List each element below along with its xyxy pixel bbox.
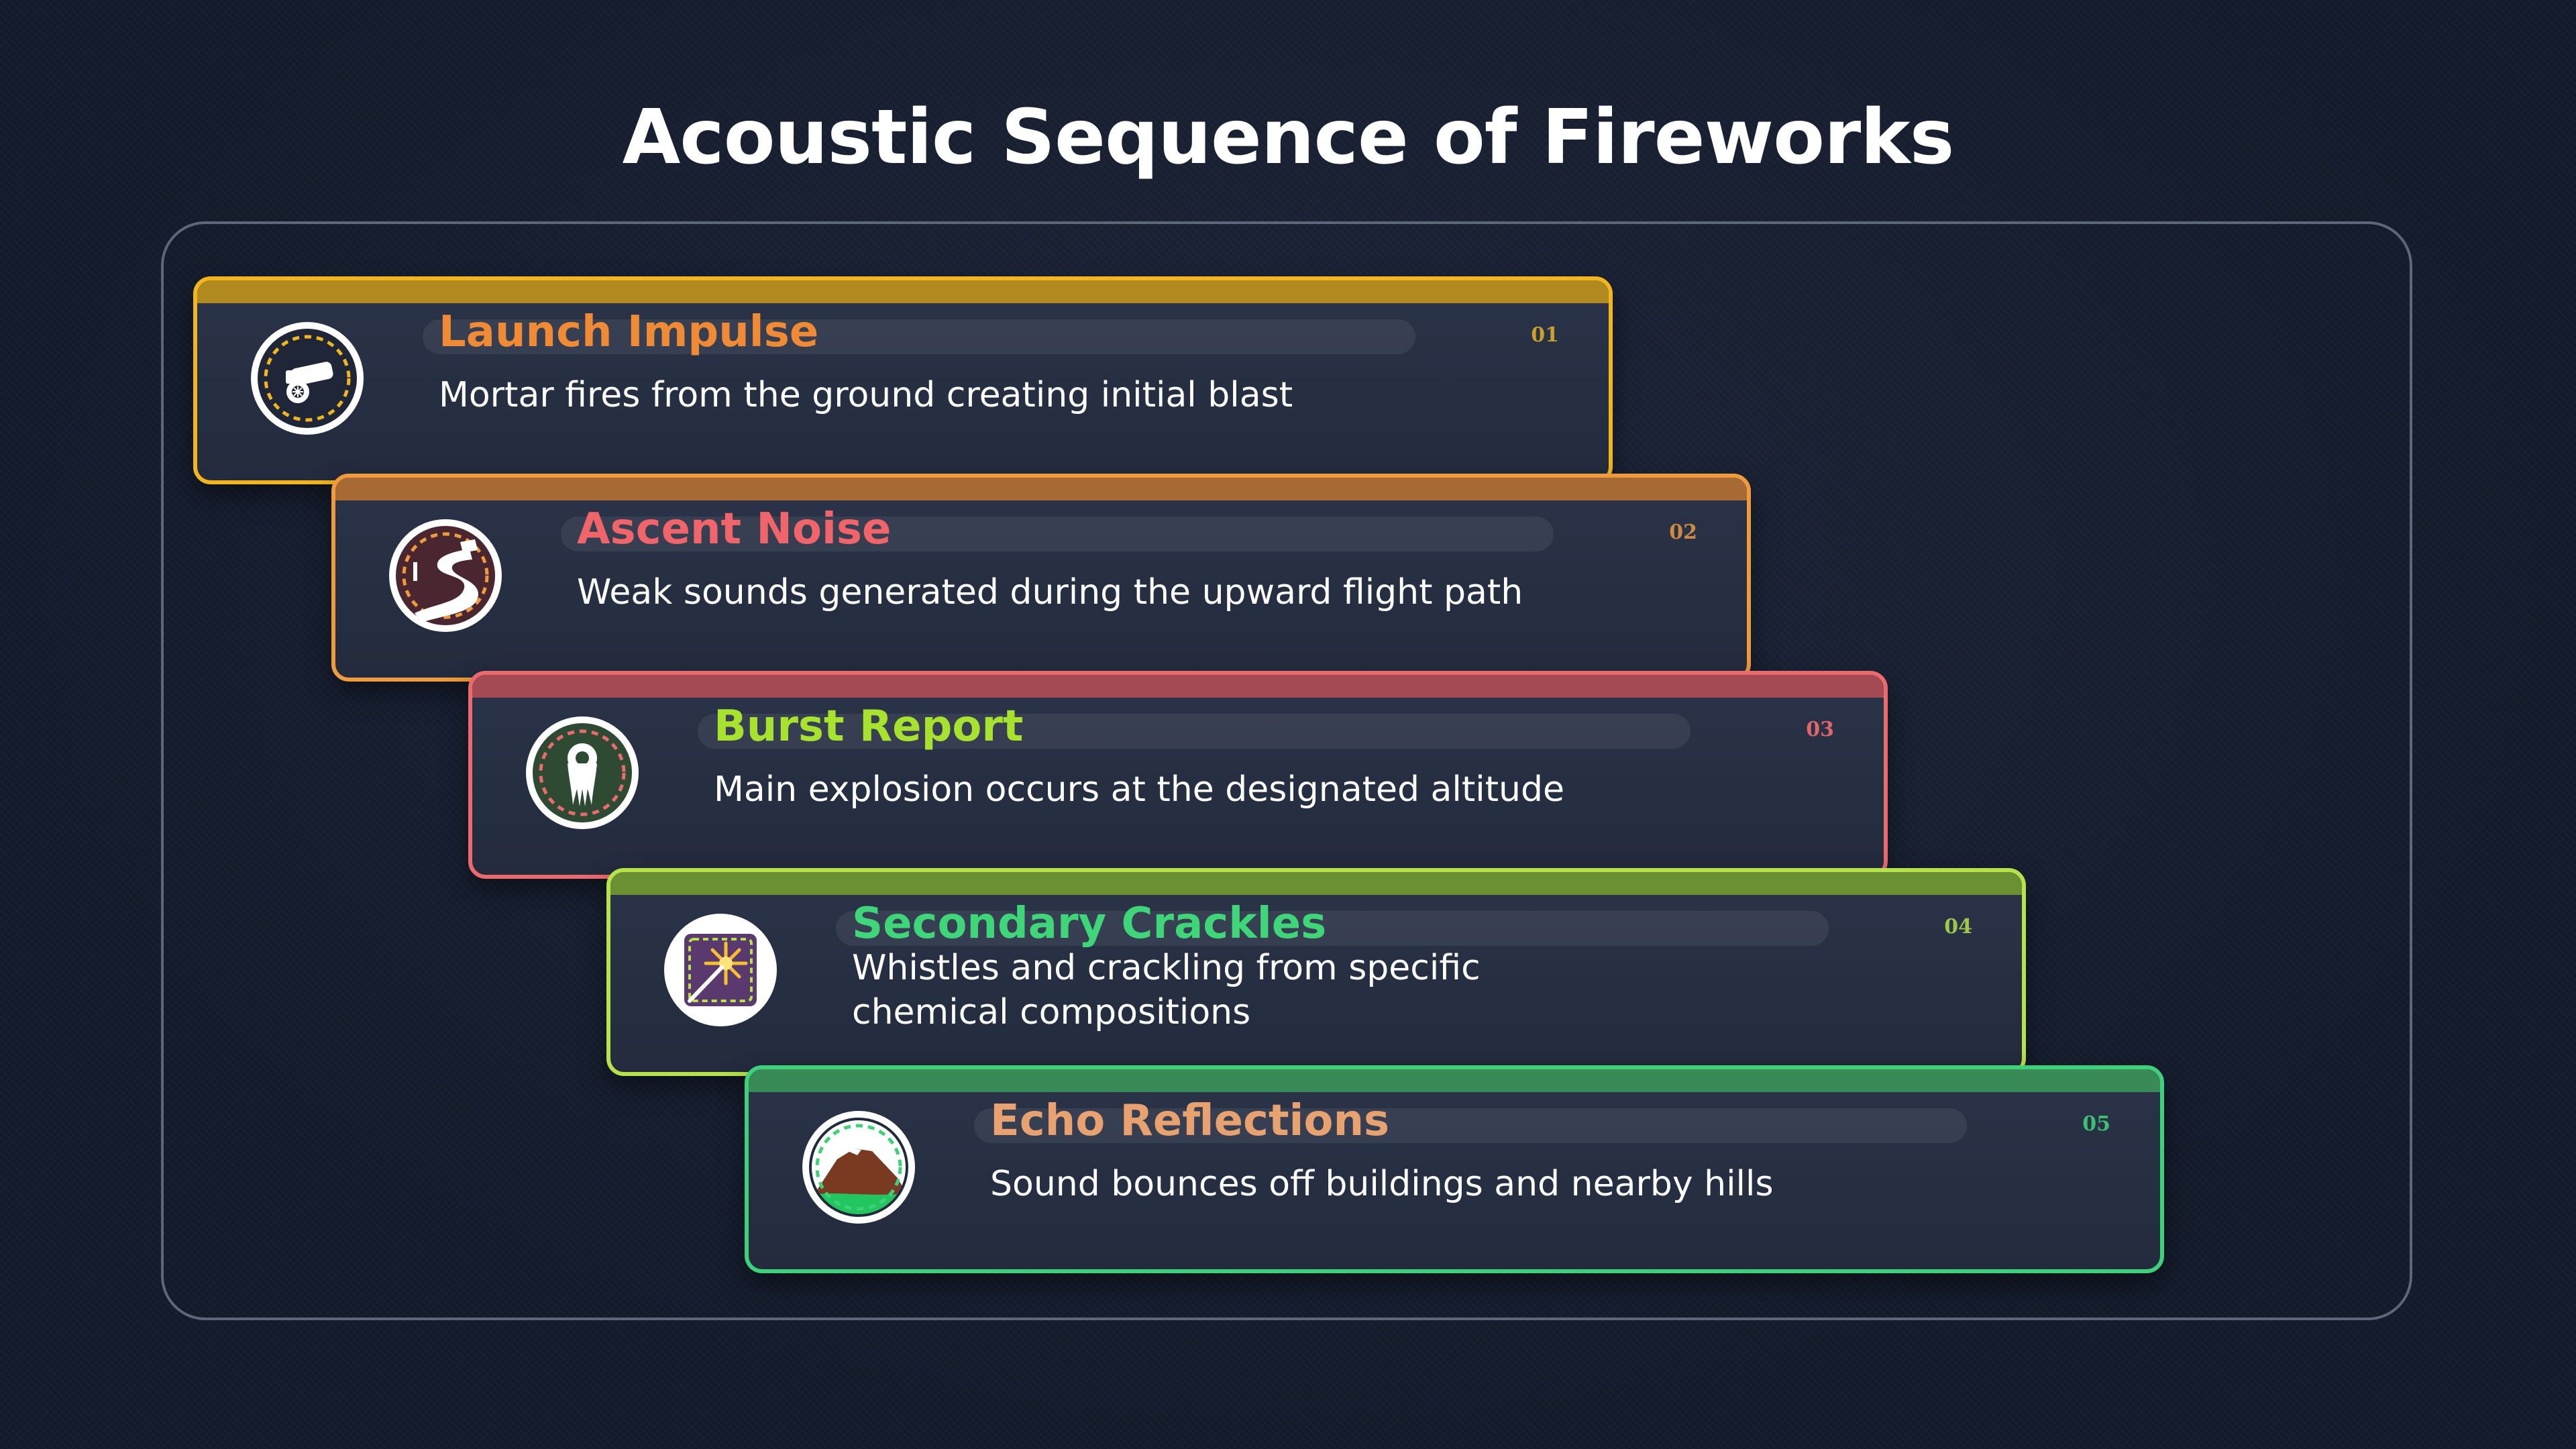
step-description: Main explosion occurs at the designated …	[714, 769, 1565, 810]
step-number: 05	[2082, 1112, 2110, 1136]
explosion-burst-icon	[526, 716, 639, 829]
card-top-bar	[472, 675, 1884, 698]
sparkler-icon	[664, 914, 777, 1026]
card-top-bar	[197, 280, 1609, 303]
diagram-frame	[161, 221, 2412, 1320]
title-highlight	[836, 911, 1829, 946]
title-highlight	[698, 714, 1690, 749]
step-number: 03	[1806, 718, 1834, 741]
mountain-hills-icon	[802, 1111, 915, 1224]
card-top-bar	[749, 1069, 2160, 1092]
mortar-cannon-icon	[251, 322, 364, 435]
step-description: Weak sounds generated during the upward …	[577, 572, 1523, 612]
title-highlight	[423, 319, 1415, 354]
step-title: Ascent Noise	[577, 504, 892, 554]
step-number: 04	[1944, 915, 1972, 938]
step-title: Echo Reflections	[990, 1096, 1390, 1146]
step-title: Launch Impulse	[439, 307, 819, 357]
step-title: Burst Report	[714, 702, 1024, 751]
card-top-bar	[335, 478, 1747, 500]
step-description: Mortar fires from the ground creating in…	[439, 375, 1293, 415]
ascending-path-icon	[389, 519, 502, 632]
card-top-bar	[610, 872, 2022, 895]
step-description: Whistles and crackling from specific che…	[852, 948, 1481, 1032]
page-title: Acoustic Sequence of Fireworks	[622, 94, 1955, 181]
title-highlight	[974, 1108, 1967, 1143]
step-description: Sound bounces off buildings and nearby h…	[990, 1164, 1774, 1204]
title-highlight	[561, 517, 1554, 551]
step-number: 02	[1669, 521, 1697, 544]
step-title: Secondary Crackles	[852, 899, 1327, 949]
step-number: 01	[1531, 323, 1559, 347]
